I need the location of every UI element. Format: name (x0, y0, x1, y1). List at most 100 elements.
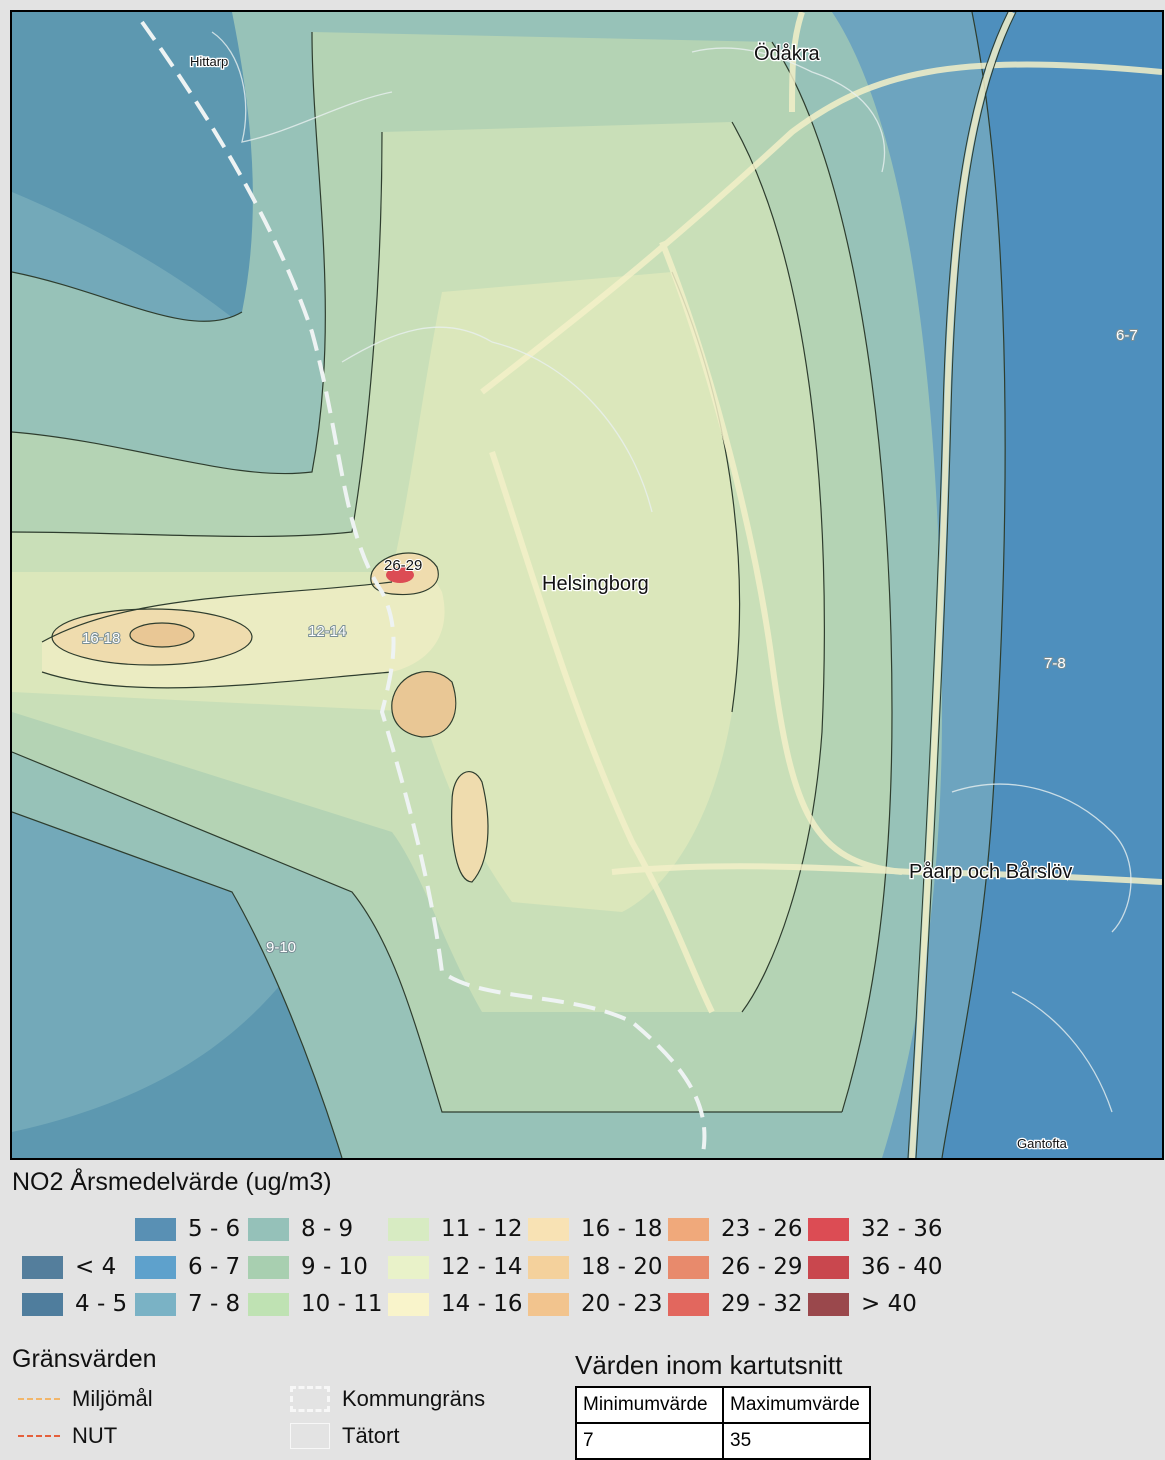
legend-label: 6 - 7 (188, 1254, 241, 1280)
border-item-tatort: Tätort (290, 1423, 399, 1449)
legend-label: 4 - 5 (75, 1291, 128, 1317)
legend-swatch (388, 1292, 429, 1316)
legend-title: NO2 Årsmedelvärde (ug/m3) (12, 1168, 332, 1196)
legend-swatch (248, 1255, 289, 1279)
urban-area-outlines (211, 31, 1132, 1113)
legend-swatch (808, 1292, 849, 1316)
legend-item-7-8: 7 - 8 (135, 1290, 240, 1318)
legend-label: 16 - 18 (581, 1216, 663, 1242)
border-label: Tätort (342, 1423, 400, 1448)
legend-item-gt40: > 40 (808, 1290, 917, 1318)
hotspot-mid (391, 671, 456, 737)
contour-label-16-18: 16-18 (82, 630, 120, 647)
legend-label: > 40 (861, 1291, 917, 1317)
map-canvas: Hittarp Ödåkra Helsingborg Påarp och Bår… (12, 12, 1162, 1158)
place-helsingborg: Helsingborg (542, 573, 649, 595)
legend-swatch (528, 1292, 569, 1316)
legend-swatch (668, 1217, 709, 1241)
legend-item-9-10: 9 - 10 (248, 1253, 368, 1281)
inland-far-band (712, 12, 1162, 1158)
values-header-max: Maximumvärde (722, 1386, 871, 1424)
legend-swatch (808, 1255, 849, 1279)
solid-border-icon (290, 1423, 330, 1449)
legend-label: 32 - 36 (861, 1216, 943, 1242)
legend-label: 14 - 16 (441, 1291, 523, 1317)
legend-item-14-16: 14 - 16 (388, 1290, 522, 1318)
limits-title: Gränsvärden (12, 1345, 157, 1373)
legend-swatch (22, 1292, 63, 1316)
legend-label: 23 - 26 (721, 1216, 803, 1242)
legend-item-10-11: 10 - 11 (248, 1290, 382, 1318)
legend-item-6-7: 6 - 7 (135, 1253, 240, 1281)
dashed-border-icon (290, 1386, 330, 1412)
legend-swatch (22, 1255, 63, 1279)
legend-swatch (668, 1255, 709, 1279)
contour-label-7-8: 7-8 (1044, 655, 1066, 672)
legend-label: 18 - 20 (581, 1254, 663, 1280)
values-title: Värden inom kartutsnitt (575, 1350, 843, 1380)
legend-label: 7 - 8 (188, 1291, 241, 1317)
place-paarp-barslov: Påarp och Bårslöv (909, 861, 1072, 883)
contour-label-6-7: 6-7 (1116, 327, 1138, 344)
legend-swatch (135, 1217, 176, 1241)
road-network (480, 12, 1162, 1158)
limit-line-icon (18, 1398, 60, 1400)
legend-label: 29 - 32 (721, 1291, 803, 1317)
legend-item-23-26: 23 - 26 (668, 1215, 802, 1243)
limit-label: NUT (72, 1423, 118, 1448)
legend-label: 8 - 9 (301, 1216, 354, 1242)
legend-label: 5 - 6 (188, 1216, 241, 1242)
legend-label: 10 - 11 (301, 1291, 383, 1317)
contour-label-9-10: 9-10 (266, 939, 296, 956)
legend-item-12-14: 12 - 14 (388, 1253, 522, 1281)
limit-item-miljomal: Miljömål (18, 1386, 153, 1412)
legend-swatch (528, 1217, 569, 1241)
road-outlines (907, 12, 1017, 1158)
border-label: Kommungräns (342, 1386, 486, 1411)
legend-swatch (528, 1255, 569, 1279)
legend-swatch (135, 1255, 176, 1279)
legend-label: 26 - 29 (721, 1254, 803, 1280)
legend-swatch (135, 1292, 176, 1316)
contour-label-12-14: 12-14 (308, 623, 346, 640)
legend-swatch (388, 1217, 429, 1241)
place-odakra: Ödåkra (754, 43, 820, 65)
legend-item-8-9: 8 - 9 (248, 1215, 353, 1243)
limit-item-nut: NUT (18, 1423, 117, 1449)
dispersion-map[interactable]: Hittarp Ödåkra Helsingborg Påarp och Bår… (10, 10, 1164, 1160)
legend-item-16-18: 16 - 18 (528, 1215, 662, 1243)
legend-item-36-40: 36 - 40 (808, 1253, 942, 1281)
legend-item-lt4: < 4 (22, 1253, 116, 1281)
hotspot-north-core (386, 567, 414, 583)
values-min: 7 (575, 1422, 724, 1460)
border-item-kommungrans: Kommungräns (290, 1386, 485, 1412)
legend-label: 12 - 14 (441, 1254, 523, 1280)
values-header-min: Minimumvärde (575, 1386, 724, 1424)
municipal-border (140, 20, 707, 1158)
legend-item-26-29: 26 - 29 (668, 1253, 802, 1281)
band-18-20 (130, 623, 194, 647)
legend-label: 36 - 40 (861, 1254, 943, 1280)
legend-item-5-6: 5 - 6 (135, 1215, 240, 1243)
legend-swatch (248, 1217, 289, 1241)
place-gantofta: Gantofta (1017, 1136, 1068, 1151)
limit-line-icon (18, 1435, 60, 1437)
legend-item-32-36: 32 - 36 (808, 1215, 942, 1243)
legend-item-20-23: 20 - 23 (528, 1290, 662, 1318)
legend-item-11-12: 11 - 12 (388, 1215, 522, 1243)
legend-swatch (248, 1292, 289, 1316)
legend-label: 9 - 10 (301, 1254, 368, 1280)
legend-item-29-32: 29 - 32 (668, 1290, 802, 1318)
hotspot-south (451, 771, 488, 882)
limit-label: Miljömål (72, 1386, 153, 1411)
legend-item-18-20: 18 - 20 (528, 1253, 662, 1281)
legend-label: 20 - 23 (581, 1291, 663, 1317)
legend-label: 11 - 12 (441, 1216, 523, 1242)
values-table: Minimumvärde Maximumvärde 7 35 (575, 1386, 871, 1460)
place-hittarp: Hittarp (190, 54, 228, 69)
legend-swatch (668, 1292, 709, 1316)
contour-label-26-29: 26-29 (384, 557, 422, 574)
legend-label: < 4 (75, 1254, 117, 1280)
legend-swatch (388, 1255, 429, 1279)
legend-item-4-5: 4 - 5 (22, 1290, 127, 1318)
